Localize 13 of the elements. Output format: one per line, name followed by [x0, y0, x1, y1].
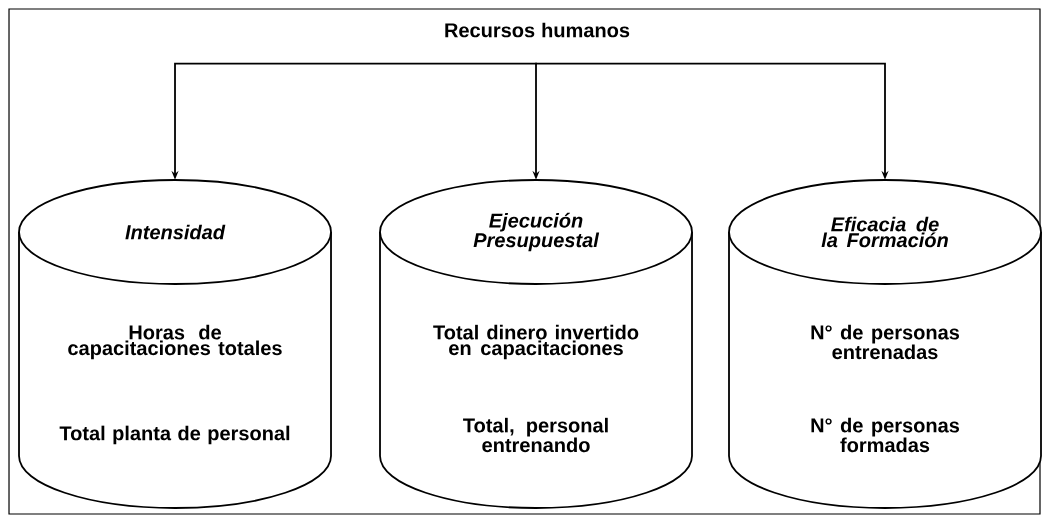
cylinder-text: Horas de capacitaciones totales: [68, 324, 282, 360]
cylinder-text: Total, personal entrenando: [463, 417, 608, 453]
cylinder-heading: Intensidad: [125, 224, 226, 240]
cylinder: [18, 179, 332, 509]
cylinder-text: Total planta de personal: [59, 425, 290, 445]
cylinder-heading: Ejecución Presupuestal: [473, 212, 600, 252]
cylinder-text: N° de personas formadas: [811, 417, 960, 453]
cylinder: [379, 179, 693, 509]
cylinder-text: Total dinero invertido en capacitaciones: [433, 324, 639, 360]
cylinder-heading: Eficacia de la Formación: [821, 216, 948, 248]
cylinder-text: N° de personas entrenadas: [811, 324, 960, 360]
cylinder: [728, 179, 1042, 509]
title-text: Recursos humanos: [445, 22, 630, 38]
